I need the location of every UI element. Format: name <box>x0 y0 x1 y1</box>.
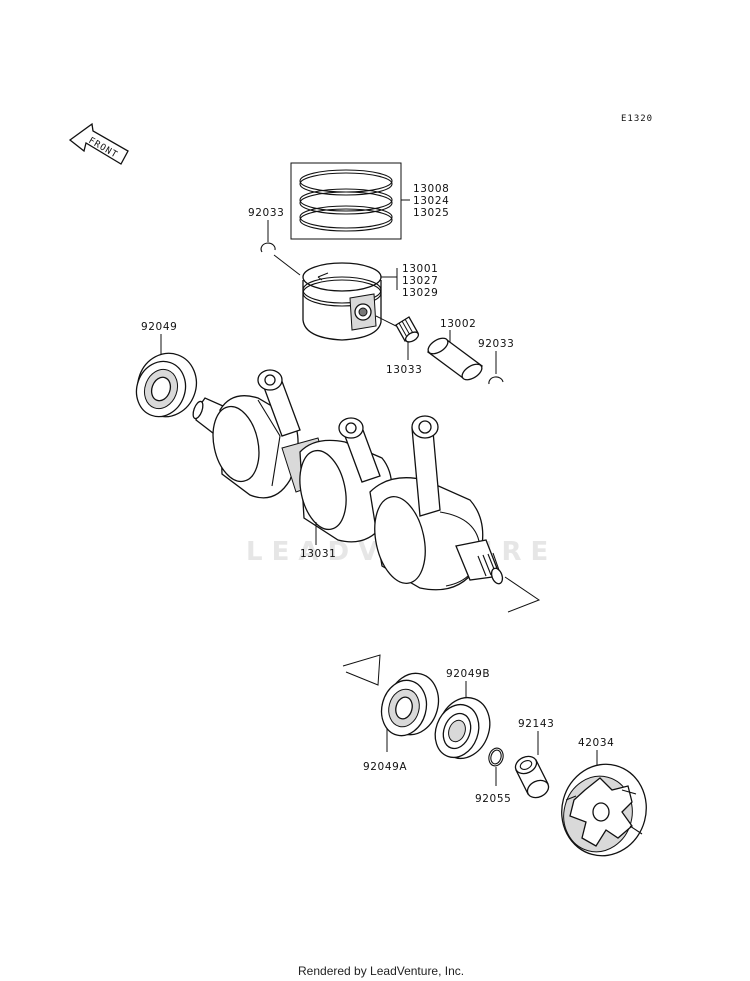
part-label-92055[interactable]: 92055 <box>475 793 511 805</box>
part-label-92049[interactable]: 92049 <box>141 321 177 333</box>
crankshaft[interactable] <box>191 369 504 591</box>
part-label-13024[interactable]: 13024 <box>413 195 449 207</box>
collar[interactable] <box>513 753 552 801</box>
piston-pin[interactable] <box>425 335 484 383</box>
piston[interactable] <box>302 262 382 341</box>
part-label-42034[interactable]: 42034 <box>578 737 614 749</box>
o-ring[interactable] <box>487 746 505 767</box>
part-label-92033-left[interactable]: 92033 <box>248 207 284 219</box>
part-label-13027[interactable]: 13027 <box>402 275 438 287</box>
oil-seal-a[interactable] <box>376 668 446 741</box>
circlip-left[interactable] <box>260 242 276 253</box>
part-label-13008[interactable]: 13008 <box>413 183 449 195</box>
part-label-92049A[interactable]: 92049A <box>363 761 407 773</box>
part-label-13002[interactable]: 13002 <box>440 318 476 330</box>
circlip-right[interactable] <box>488 376 504 385</box>
part-label-92049B[interactable]: 92049B <box>446 668 490 680</box>
part-label-13025[interactable]: 13025 <box>413 207 449 219</box>
needle-bearing[interactable] <box>395 316 420 344</box>
footer-credit: Rendered by LeadVenture, Inc. <box>298 964 464 978</box>
part-label-13029[interactable]: 13029 <box>402 287 438 299</box>
ring-set-box[interactable] <box>290 162 402 240</box>
part-label-92033-right[interactable]: 92033 <box>478 338 514 350</box>
coupling[interactable] <box>552 755 657 866</box>
part-label-13001[interactable]: 13001 <box>402 263 438 275</box>
oil-seal-left[interactable] <box>129 345 205 425</box>
oil-seal-b[interactable] <box>428 690 498 765</box>
diagram-code: E1320 <box>621 114 653 124</box>
part-label-13031[interactable]: 13031 <box>300 548 336 560</box>
part-label-92143[interactable]: 92143 <box>518 718 554 730</box>
front-arrow-icon: FRONT <box>68 122 129 165</box>
part-label-13033[interactable]: 13033 <box>386 364 422 376</box>
